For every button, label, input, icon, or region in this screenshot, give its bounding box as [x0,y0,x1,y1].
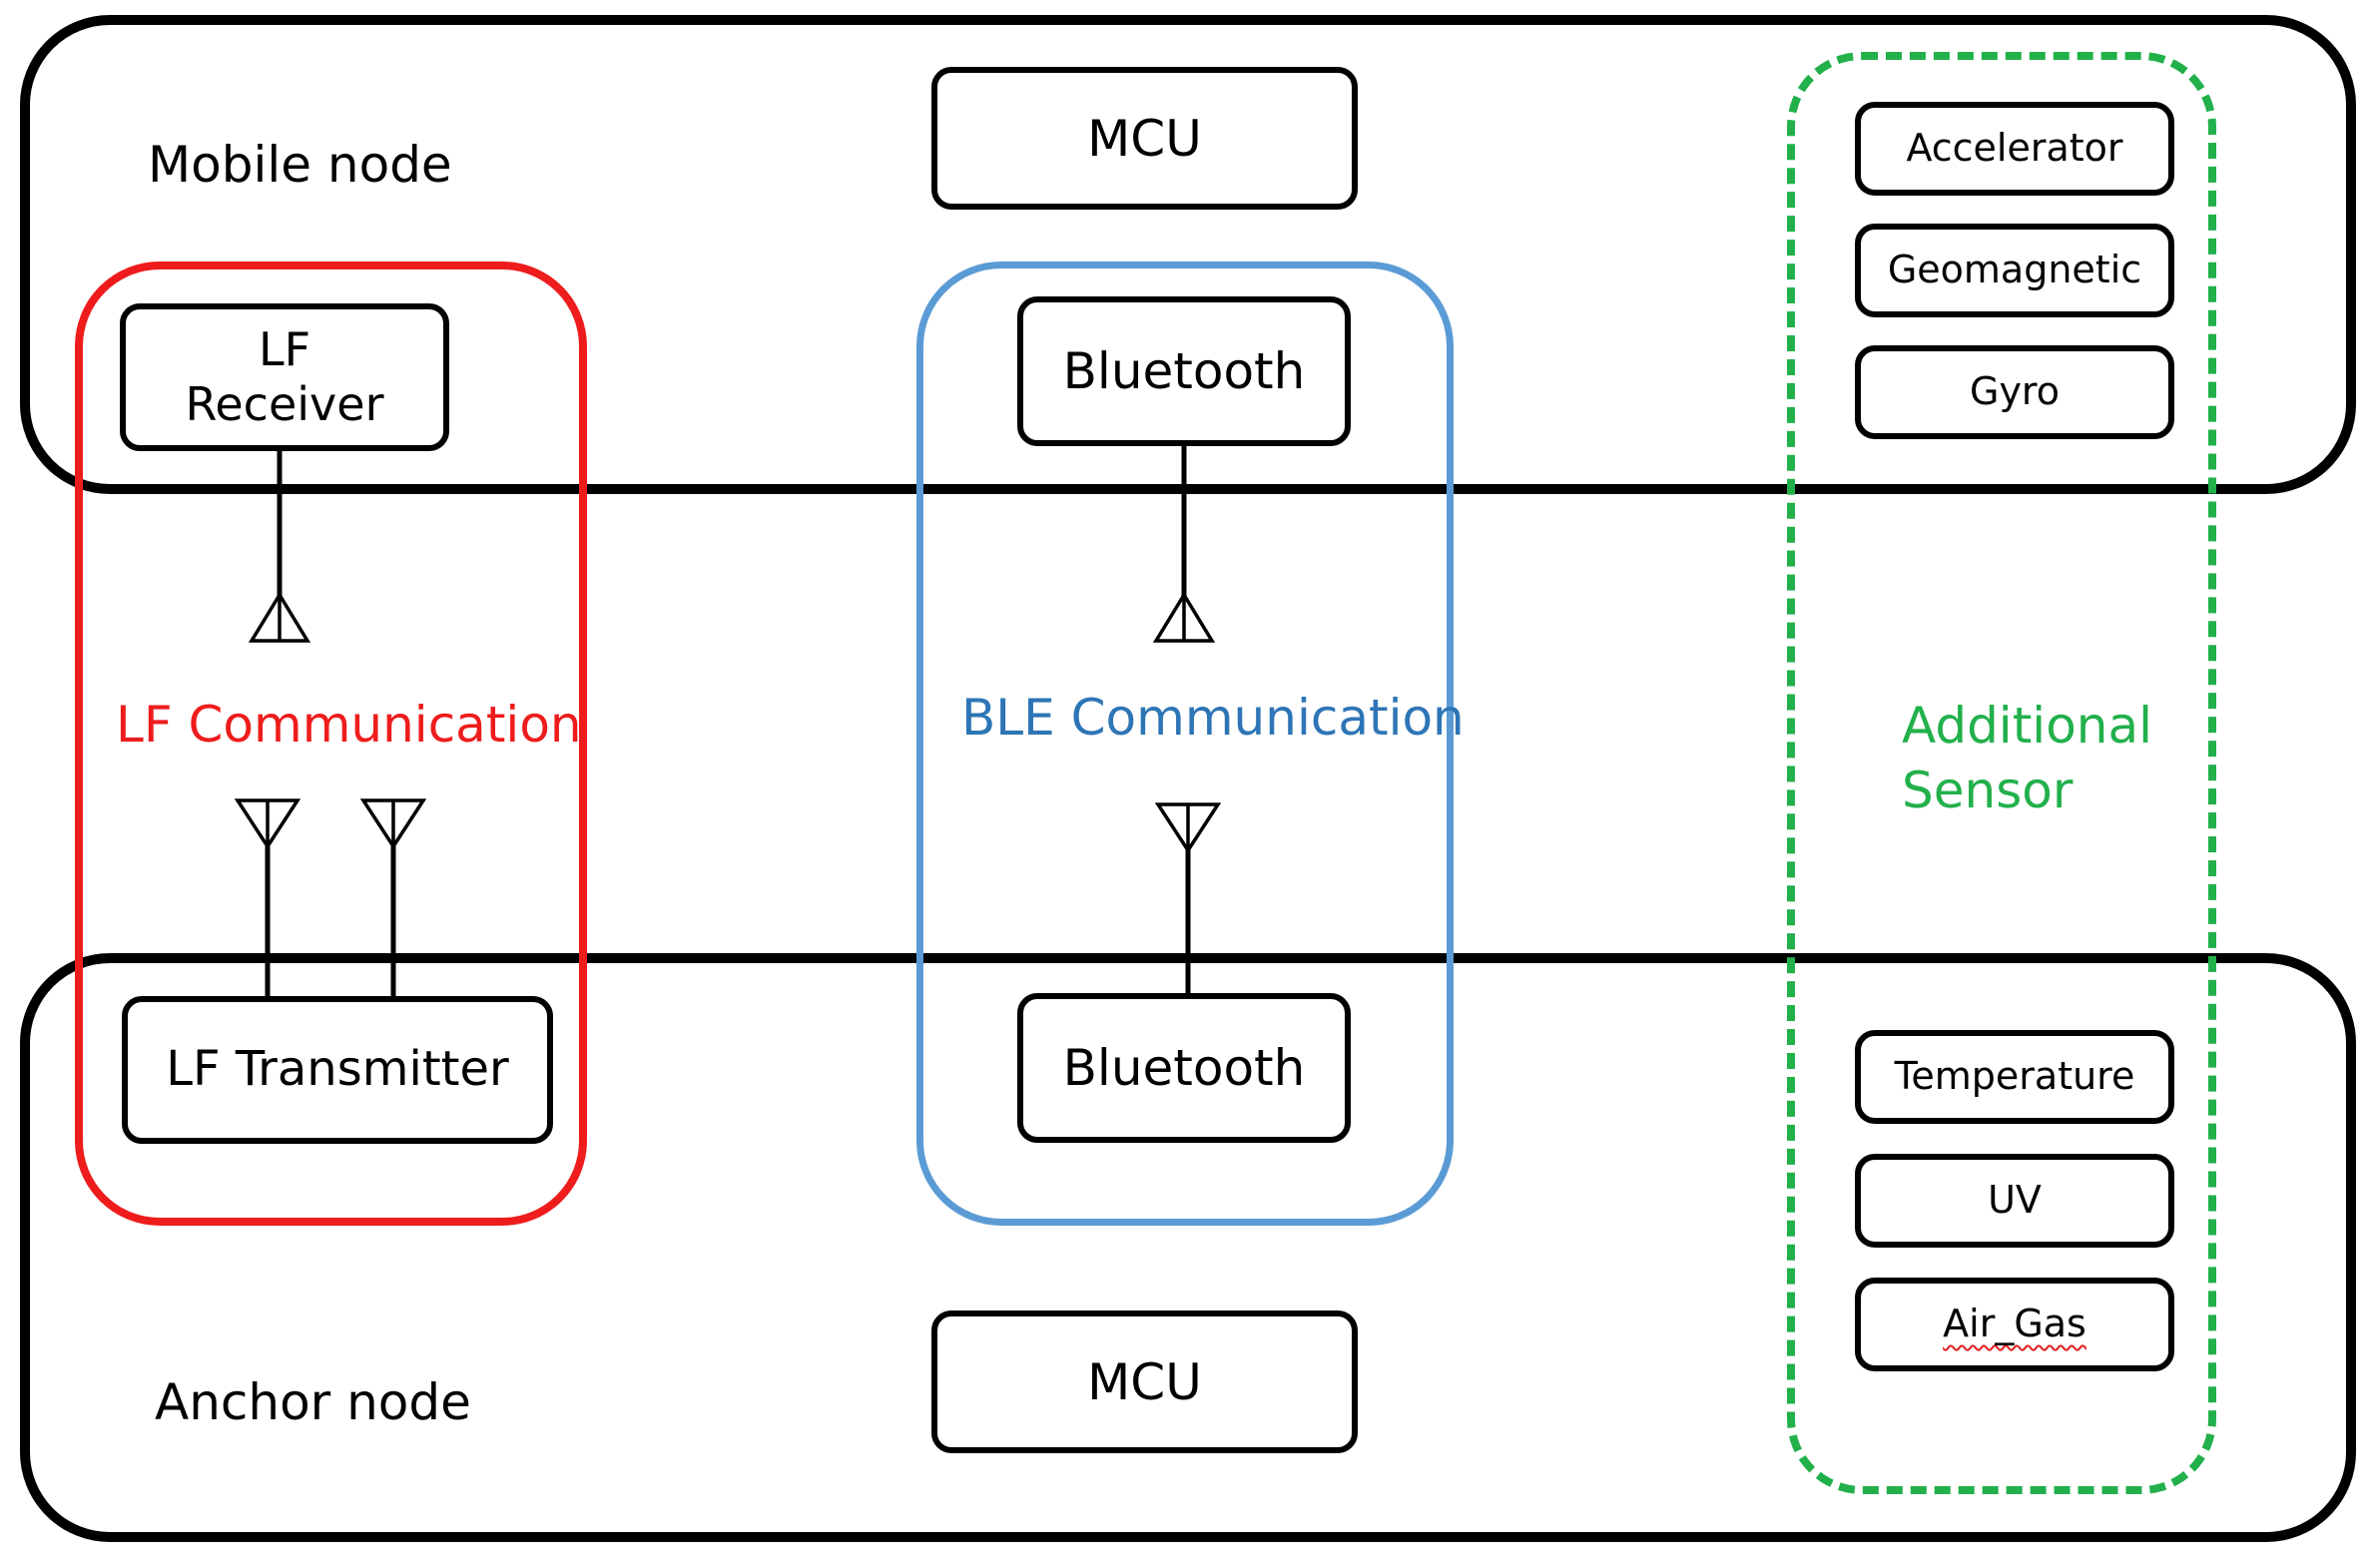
bluetooth-mobile-box: Bluetooth [1017,296,1351,446]
mobile-node-frame [20,15,2356,494]
antenna-icon [1152,591,1216,643]
lf-communication-label: LF Communication [116,696,582,754]
air-gas-sensor-box: Air_Gas [1855,1278,2174,1371]
ble-communication-label: BLE Communication [961,689,1465,747]
antenna-icon [359,798,427,850]
mcu-anchor-box: MCU [931,1310,1358,1453]
sensor-group-frame [1787,52,2216,1494]
ble-group-frame [916,261,1454,1226]
additional-sensor-label: Additional Sensor [1902,697,2153,819]
antenna-icon [234,798,301,850]
accelerator-sensor-box: Accelerator [1855,102,2174,196]
mobile-node-label: Mobile node [148,136,452,194]
uv-sensor-box: UV [1855,1154,2174,1248]
lf-receiver-box: LF Receiver [120,303,449,451]
mcu-mobile-box: MCU [931,67,1358,210]
antenna-icon [248,591,311,643]
bluetooth-anchor-box: Bluetooth [1017,993,1351,1143]
gyro-sensor-box: Gyro [1855,345,2174,439]
antenna-icon [1154,802,1222,854]
anchor-node-label: Anchor node [155,1373,471,1431]
temperature-sensor-box: Temperature [1855,1030,2174,1124]
geomagnetic-sensor-box: Geomagnetic [1855,224,2174,317]
lf-transmitter-box: LF Transmitter [122,996,553,1144]
air-gas-label: Air_Gas [1943,1302,2086,1346]
lf-group-frame [75,261,587,1226]
